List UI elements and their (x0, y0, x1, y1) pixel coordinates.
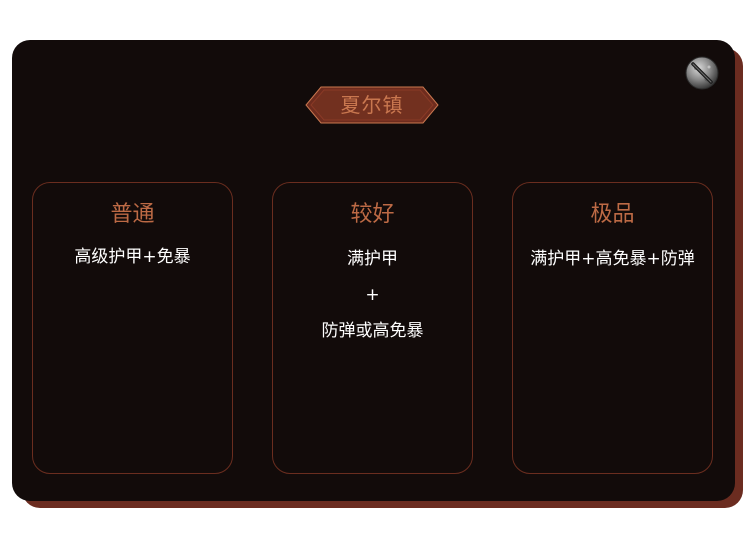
tier-card-best: 极品 满护甲+高免暴+防弹 (512, 182, 713, 474)
tier-title: 较好 (350, 202, 395, 227)
close-icon (685, 56, 719, 90)
tier-card-normal: 普通 高级护甲+免暴 (32, 182, 233, 474)
tier-line: 防弹或高免暴 (321, 321, 424, 341)
tier-description: 满护甲+高免暴+防弹 (513, 241, 712, 277)
location-title: 夏尔镇 (340, 93, 404, 117)
banner-frame (305, 86, 439, 124)
tier-line: 满护甲 (347, 249, 398, 269)
tier-line: 满护甲+高免暴+防弹 (530, 249, 695, 269)
title-banner: 夏尔镇 (305, 86, 439, 124)
tier-description: 满护甲 + 防弹或高免暴 (273, 241, 472, 349)
close-button[interactable] (685, 56, 719, 90)
tier-line: + (365, 285, 380, 305)
tier-description: 高级护甲+免暴 (33, 239, 232, 275)
tier-line: 高级护甲+免暴 (74, 247, 191, 267)
tier-title: 普通 (110, 202, 155, 227)
tier-card-good: 较好 满护甲 + 防弹或高免暴 (272, 182, 473, 474)
tier-title: 极品 (590, 202, 635, 227)
